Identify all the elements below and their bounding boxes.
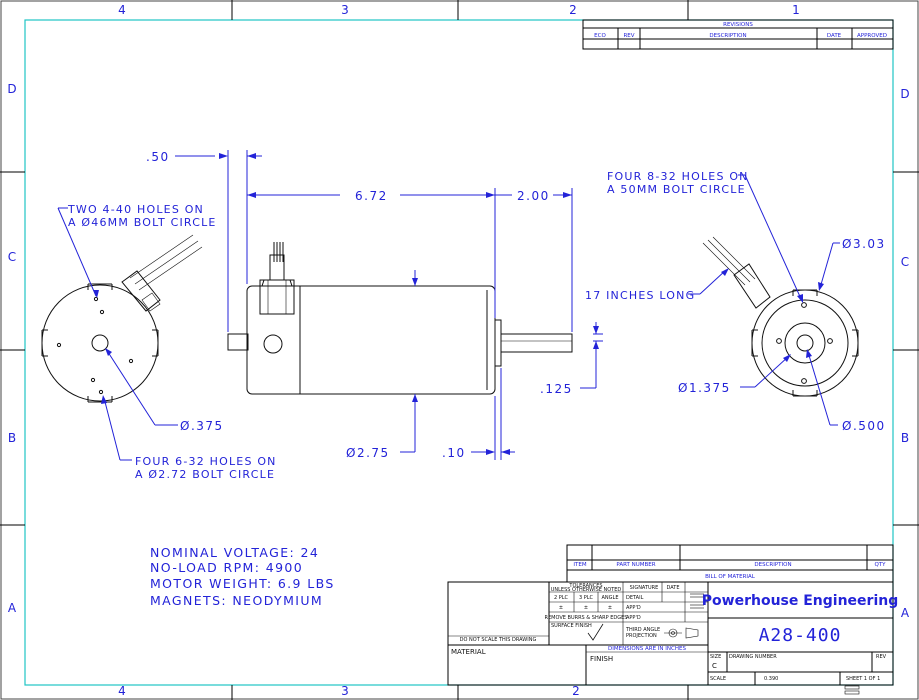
tb-scale-label: SCALE bbox=[710, 676, 726, 682]
tb-appd-1: APP'D bbox=[626, 605, 641, 611]
note-four-632-line2: A Ø2.72 BOLT CIRCLE bbox=[135, 468, 275, 481]
dim-rear-shaft-diameter: Ø.375 bbox=[180, 419, 224, 433]
tb-tol-3plc-value: ± bbox=[584, 605, 588, 611]
zone-col-4-bottom: 4 bbox=[118, 684, 126, 698]
tb-finish: FINISH bbox=[590, 655, 613, 663]
zone-col-1-top: 1 bbox=[792, 3, 800, 17]
bom-header-part-number: PART NUMBER bbox=[616, 562, 655, 568]
spec-magnets: MAGNETS: NEODYMIUM bbox=[150, 593, 323, 608]
zone-row-c-left: C bbox=[8, 250, 16, 264]
left-end-view bbox=[41, 234, 203, 403]
bom-title: BILL OF MATERIAL bbox=[705, 574, 756, 580]
tb-date: DATE bbox=[666, 585, 679, 591]
tb-third-angle-line2: PROJECTION bbox=[626, 633, 657, 639]
side-view bbox=[227, 242, 573, 395]
revisions-title: REVISIONS bbox=[723, 22, 753, 28]
dim-flange-diameter: Ø3.03 bbox=[842, 237, 886, 251]
note-four-832-line1: FOUR 8-32 HOLES ON bbox=[607, 170, 749, 183]
spec-voltage: NOMINAL VOLTAGE: 24 bbox=[150, 545, 319, 560]
tb-size-value: C bbox=[712, 662, 717, 670]
zone-col-3-bottom: 3 bbox=[341, 684, 349, 698]
tb-surface-finish: SURFACE FINISH bbox=[551, 623, 592, 629]
dim-pilot-diameter: Ø1.375 bbox=[678, 381, 731, 395]
dim-body-length: 6.72 bbox=[355, 189, 388, 203]
zone-row-b-left: B bbox=[8, 431, 16, 445]
tb-remove-burrs: REMOVE BURRS & SHARP EDGES bbox=[545, 615, 628, 621]
tb-do-not-scale: DO NOT SCALE THIS DRAWING bbox=[460, 637, 537, 643]
tb-tolerances-line1: TOLERANCES bbox=[568, 583, 602, 589]
bom-header-qty: QTY bbox=[874, 562, 886, 568]
tb-appd-2: APP'D bbox=[626, 615, 641, 621]
zone-row-c-right: C bbox=[901, 255, 909, 269]
tb-tol-2plc-value: ± bbox=[559, 605, 563, 611]
company-name: Powerhouse Engineering bbox=[702, 593, 898, 609]
spec-weight: MOTOR WEIGHT: 6.9 LBS bbox=[150, 576, 335, 591]
rev-header-description: DESCRIPTION bbox=[709, 33, 746, 39]
dim-shaft-diameter: Ø.500 bbox=[842, 419, 886, 433]
rev-header-approved: APPROVED bbox=[857, 33, 887, 39]
zone-col-2-bottom: 2 bbox=[572, 684, 580, 698]
tb-third-angle-line1: THIRD ANGLE bbox=[625, 627, 660, 633]
dimension-lines bbox=[57, 150, 840, 461]
rev-header-eco: ECO bbox=[594, 33, 606, 39]
tb-dimensions-in-inches: DIMENSIONS ARE IN INCHES bbox=[608, 646, 686, 652]
zone-labels: 4 3 2 1 4 3 2 D C B A D C B A bbox=[7, 3, 910, 698]
zone-row-b-right: B bbox=[901, 431, 909, 445]
note-two-holes-line1: TWO 4-40 HOLES ON bbox=[67, 203, 204, 216]
dim-shaft-extension: 2.00 bbox=[517, 189, 550, 203]
tb-tol-angle-value: ± bbox=[608, 605, 612, 611]
dim-flat-depth: .125 bbox=[540, 382, 573, 396]
note-lead-length: 17 INCHES LONG bbox=[585, 289, 695, 302]
drawing-number: A28-400 bbox=[759, 625, 842, 646]
tb-scale-value: 0.390 bbox=[764, 676, 778, 682]
dim-shaft-length: .50 bbox=[146, 150, 170, 164]
right-end-view bbox=[702, 236, 859, 397]
motor-specs: NOMINAL VOLTAGE: 24 NO-LOAD RPM: 4900 MO… bbox=[150, 545, 335, 608]
dim-pilot-depth: .10 bbox=[442, 446, 466, 460]
spec-rpm: NO-LOAD RPM: 4900 bbox=[150, 560, 303, 575]
dim-body-diameter: Ø2.75 bbox=[346, 446, 390, 460]
tb-drawing-number-label: DRAWING NUMBER bbox=[729, 654, 777, 660]
rev-header-date: DATE bbox=[827, 33, 842, 39]
checkmark-icon bbox=[587, 623, 604, 641]
tb-rev-label: REV bbox=[876, 654, 887, 660]
bom-header-description: DESCRIPTION bbox=[754, 562, 791, 568]
zone-row-d-left: D bbox=[7, 82, 16, 96]
title-block: TOLERANCES UNLESS OTHERWISE NOTED 2 PLC … bbox=[447, 581, 898, 695]
note-four-832-line2: A 50MM BOLT CIRCLE bbox=[607, 183, 746, 196]
tb-material: MATERIAL bbox=[451, 648, 486, 656]
zone-col-4-top: 4 bbox=[118, 3, 126, 17]
zone-row-a-right: A bbox=[901, 606, 910, 620]
zone-row-a-left: A bbox=[8, 601, 17, 615]
sheet-symbol-icon bbox=[844, 685, 860, 695]
tb-signature: SIGNATURE bbox=[630, 585, 659, 591]
drawing-notes: TWO 4-40 HOLES ON A Ø46MM BOLT CIRCLE FO… bbox=[67, 170, 749, 481]
bill-of-material: ITEM PART NUMBER DESCRIPTION QTY BILL OF… bbox=[566, 544, 894, 583]
zone-row-d-right: D bbox=[900, 87, 909, 101]
tb-detail: DETAIL bbox=[626, 595, 644, 601]
dimension-labels: .50 6.72 2.00 .125 Ø2.75 .10 Ø.375 Ø1.37… bbox=[146, 150, 886, 460]
revisions-table: REVISIONS ECO REV DESCRIPTION DATE APPRO… bbox=[582, 19, 894, 50]
tb-tol-angle: ANGLE bbox=[602, 595, 619, 601]
bom-header-item: ITEM bbox=[573, 562, 586, 568]
zone-col-3-top: 3 bbox=[341, 3, 349, 17]
zone-col-2-top: 2 bbox=[569, 3, 577, 17]
note-four-632-line1: FOUR 6-32 HOLES ON bbox=[135, 455, 277, 468]
tb-tol-3plc: 3 PLC bbox=[579, 595, 594, 601]
tb-tol-2plc: 2 PLC bbox=[554, 595, 569, 601]
tb-tolerances-line2: UNLESS OTHERWISE NOTED bbox=[551, 587, 622, 593]
rev-header-rev: REV bbox=[623, 33, 634, 39]
note-two-holes-line2: A Ø46MM BOLT CIRCLE bbox=[68, 216, 217, 229]
tb-size-label: SIZE bbox=[710, 654, 721, 660]
tb-sheet: SHEET 1 OF 1 bbox=[846, 676, 880, 682]
projection-symbol-icon bbox=[664, 627, 699, 639]
